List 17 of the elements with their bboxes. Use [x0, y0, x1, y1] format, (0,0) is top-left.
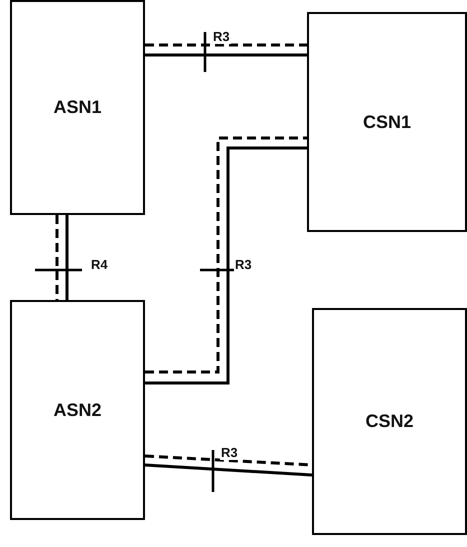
edge-label: R3 — [212, 30, 231, 44]
node-label: CSN2 — [365, 411, 414, 432]
dashed-connector — [56, 215, 58, 300]
node-label: ASN1 — [53, 97, 102, 118]
node-label: ASN2 — [53, 400, 102, 420]
edge-label: R4 — [90, 258, 109, 272]
network-box — [10, 0, 145, 215]
connector-line — [145, 54, 307, 56]
node-label: CSN1 — [362, 112, 411, 132]
dashed-connector — [145, 44, 307, 46]
edge-label: R3 — [234, 258, 253, 272]
network-box — [307, 12, 467, 232]
edge-label: R3 — [220, 446, 239, 460]
network-box — [10, 300, 145, 520]
connector-line — [144, 464, 312, 476]
connector-line — [66, 215, 68, 300]
network-box — [312, 308, 467, 535]
